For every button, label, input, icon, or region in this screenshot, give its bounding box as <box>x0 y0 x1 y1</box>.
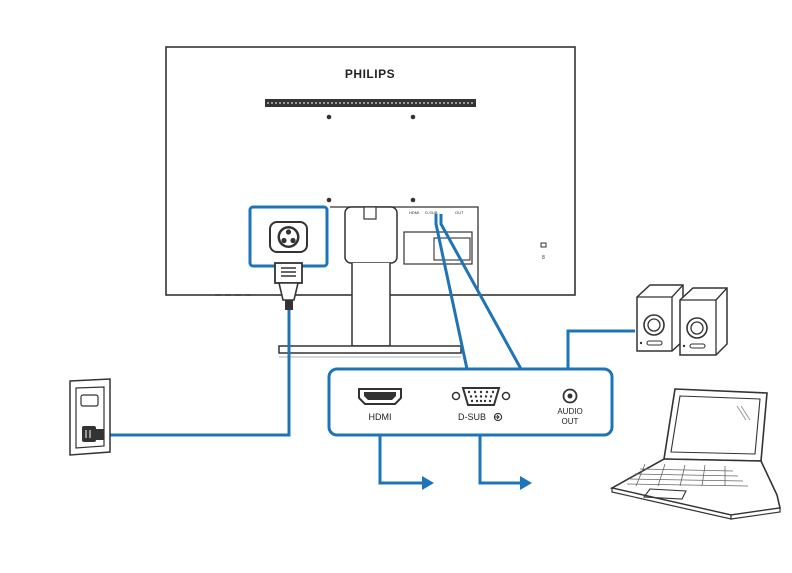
callout-line <box>434 214 469 370</box>
svg-text:8: 8 <box>542 255 545 261</box>
power-socket-icon <box>269 221 308 253</box>
vent-slot <box>265 99 476 107</box>
callout-line <box>439 214 523 370</box>
audio-label-line2: OUT <box>562 417 579 426</box>
stand-base <box>278 345 462 354</box>
arrow-right-icon <box>478 435 532 490</box>
wall-outlet-icon <box>69 378 111 456</box>
vga-port-icon <box>451 387 511 406</box>
audio-jack-icon <box>562 388 578 404</box>
svg-text:OUT: OUT <box>455 210 464 215</box>
hdmi-port-icon <box>358 388 402 405</box>
hdmi-label: HDMI <box>369 412 392 422</box>
input-symbol-icon <box>493 412 503 422</box>
mount-screw <box>326 114 332 120</box>
brand-logo: PHILIPS <box>345 67 395 81</box>
audio-label-line1: AUDIO <box>557 407 582 416</box>
svg-text:D-SUB: D-SUB <box>425 210 438 215</box>
mount-screw <box>410 114 416 120</box>
svg-text:HDMI: HDMI <box>409 210 419 215</box>
mount-screw <box>410 197 416 203</box>
monitor-stand <box>278 206 462 358</box>
arrow-right-icon <box>378 435 434 490</box>
power-cable <box>104 310 291 437</box>
kensington-lock-icon <box>540 242 547 248</box>
vga-label: D-SUB <box>458 412 486 422</box>
speakers-icon <box>636 284 728 356</box>
mount-screw <box>326 197 332 203</box>
audio-cable <box>566 329 635 369</box>
laptop-icon <box>609 388 781 520</box>
power-plug-icon <box>274 262 303 310</box>
